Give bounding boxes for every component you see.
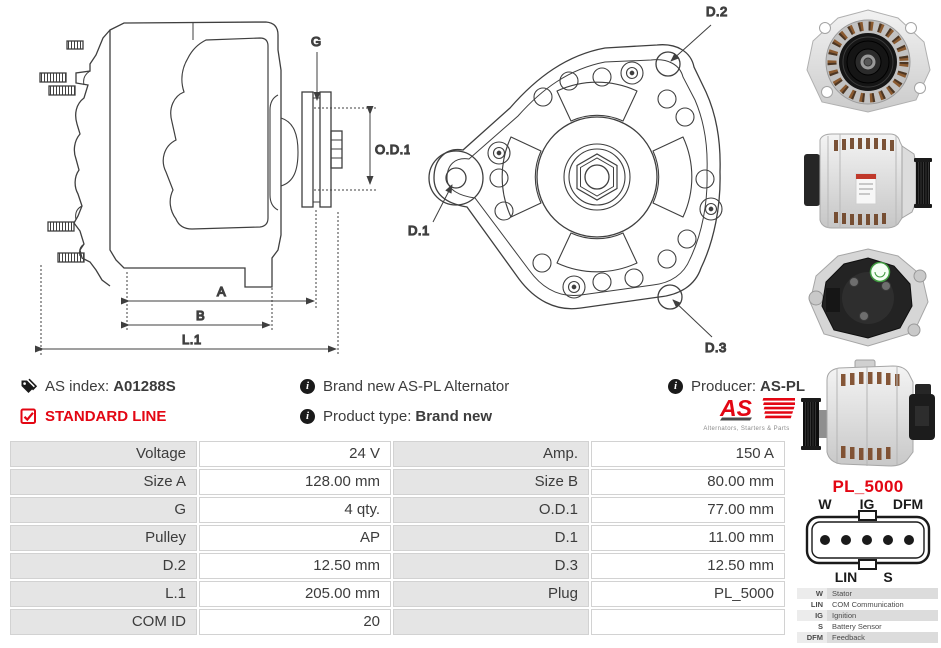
as-pl-logo: AS Alternators, Starters & Parts bbox=[698, 395, 798, 432]
product-type-text: Product type:Brand new bbox=[323, 407, 493, 425]
spec-label: COM ID bbox=[10, 609, 197, 635]
legend-pin: W bbox=[797, 588, 827, 599]
rear-bolts bbox=[39, 40, 85, 263]
spec-value: 128.00 mm bbox=[199, 469, 391, 495]
legend-desc: Stator bbox=[832, 589, 853, 598]
dim-label-b: B bbox=[196, 308, 205, 323]
pin-label-lin: LIN bbox=[835, 569, 858, 585]
plug-pinout-diagram: W IG DFM LIN S bbox=[805, 497, 931, 585]
product-photo-side-right bbox=[804, 133, 932, 229]
spec-value: 12.50 mm bbox=[591, 553, 785, 579]
spec-table: Voltage 24 V Amp. 150 A Size A 128.00 mm… bbox=[10, 441, 785, 635]
info-standard-line: STANDARD LINE bbox=[20, 406, 166, 426]
spec-value: 80.00 mm bbox=[591, 469, 785, 495]
dim-label-d3: D.3 bbox=[705, 340, 727, 355]
spec-label: Size B bbox=[393, 469, 589, 495]
as-logo-icon: AS bbox=[719, 395, 798, 421]
spec-label: Pulley bbox=[10, 525, 197, 551]
info-brand-new: i Brand new AS-PL Alternator bbox=[300, 376, 509, 396]
rivets bbox=[487, 61, 723, 299]
pin-label-w: W bbox=[818, 497, 832, 512]
info-icon: i bbox=[300, 408, 315, 424]
info-product-type: i Product type:Brand new bbox=[300, 406, 492, 426]
spec-value: PL_5000 bbox=[591, 581, 785, 607]
rear-bracket-outline bbox=[73, 29, 111, 287]
product-photo-side-left bbox=[801, 359, 935, 467]
spec-value: 77.00 mm bbox=[591, 497, 785, 523]
spec-label: G bbox=[10, 497, 197, 523]
spec-value: 4 qty. bbox=[199, 497, 391, 523]
legend-pin: LIN bbox=[797, 599, 827, 610]
legend-desc: COM Communication bbox=[832, 600, 904, 609]
pin-label-ig: IG bbox=[860, 497, 875, 512]
housing-inner-outline bbox=[446, 59, 708, 297]
dim-label-a: A bbox=[217, 284, 226, 299]
spec-value: 20 bbox=[199, 609, 391, 635]
stator-window bbox=[162, 37, 269, 230]
as-logo-text: AS bbox=[719, 396, 753, 421]
standard-line-text: STANDARD LINE bbox=[45, 407, 167, 425]
as-logo-tagline: Alternators, Starters & Parts bbox=[703, 426, 790, 432]
dim-label-g: G bbox=[311, 34, 322, 49]
dim-label-l1: L.1 bbox=[182, 332, 202, 347]
producer-text: Producer:AS-PL bbox=[691, 377, 806, 395]
plug-pins bbox=[820, 535, 914, 545]
spec-label: L.1 bbox=[10, 581, 197, 607]
pin-label-s: S bbox=[883, 569, 892, 585]
brand-new-text: Brand new AS-PL Alternator bbox=[323, 377, 510, 395]
legend-pin: S bbox=[797, 621, 827, 632]
spec-label bbox=[393, 609, 589, 635]
info-as-index: AS index:A01288S bbox=[20, 376, 176, 396]
mount-holes bbox=[489, 67, 715, 292]
plug-legend: W Stator LIN COM Communication IG Igniti… bbox=[797, 588, 938, 643]
spec-value: 24 V bbox=[199, 441, 391, 467]
plug-name: PL_5000 bbox=[832, 477, 904, 496]
spec-label: Amp. bbox=[393, 441, 589, 467]
pin-label-dfm: DFM bbox=[893, 497, 923, 512]
dim-label-od1: O.D.1 bbox=[375, 142, 410, 157]
spec-value: 12.50 mm bbox=[199, 553, 391, 579]
rotor-hub bbox=[536, 116, 658, 238]
legend-row: LIN COM Communication bbox=[797, 599, 938, 610]
tag-icon bbox=[21, 378, 37, 393]
legend-row: S Battery Sensor bbox=[797, 621, 938, 632]
spec-value: 11.00 mm bbox=[591, 525, 785, 551]
vent-slots bbox=[501, 81, 693, 273]
legend-row: DFM Feedback bbox=[797, 632, 938, 643]
legend-row: IG Ignition bbox=[797, 610, 938, 621]
legend-desc: Battery Sensor bbox=[832, 622, 882, 631]
spec-value: 150 A bbox=[591, 441, 785, 467]
spec-label: D.3 bbox=[393, 553, 589, 579]
alternator-front-drawing: D.1 D.2 D.3 bbox=[407, 3, 728, 355]
checked-checkbox-icon bbox=[20, 408, 36, 424]
info-producer: i Producer:AS-PL bbox=[668, 376, 805, 396]
info-icon: i bbox=[300, 378, 315, 394]
legend-pin: DFM bbox=[797, 632, 827, 643]
as-index-text: AS index:A01288S bbox=[45, 377, 176, 395]
spec-label: O.D.1 bbox=[393, 497, 589, 523]
spec-value: 205.00 mm bbox=[199, 581, 391, 607]
info-icon: i bbox=[668, 378, 683, 394]
legend-desc: Ignition bbox=[832, 611, 857, 620]
legend-desc: Feedback bbox=[832, 633, 865, 642]
product-photo-front bbox=[806, 9, 931, 113]
dim-label-d2: D.2 bbox=[706, 4, 728, 19]
spec-label: D.1 bbox=[393, 525, 589, 551]
spec-value bbox=[591, 609, 785, 635]
legend-pin: IG bbox=[797, 610, 827, 621]
spec-value: AP bbox=[199, 525, 391, 551]
spec-label: Size A bbox=[10, 469, 197, 495]
housing-outline bbox=[433, 44, 721, 310]
spec-label: Voltage bbox=[10, 441, 197, 467]
spec-label: D.2 bbox=[10, 553, 197, 579]
body-outline bbox=[109, 21, 282, 288]
product-photo-rear bbox=[808, 248, 929, 347]
spec-label: Plug bbox=[393, 581, 589, 607]
legend-row: W Stator bbox=[797, 588, 938, 599]
alternator-side-drawing: G O.D.1 A B L.1 bbox=[35, 21, 410, 356]
dim-label-d1: D.1 bbox=[408, 223, 430, 238]
